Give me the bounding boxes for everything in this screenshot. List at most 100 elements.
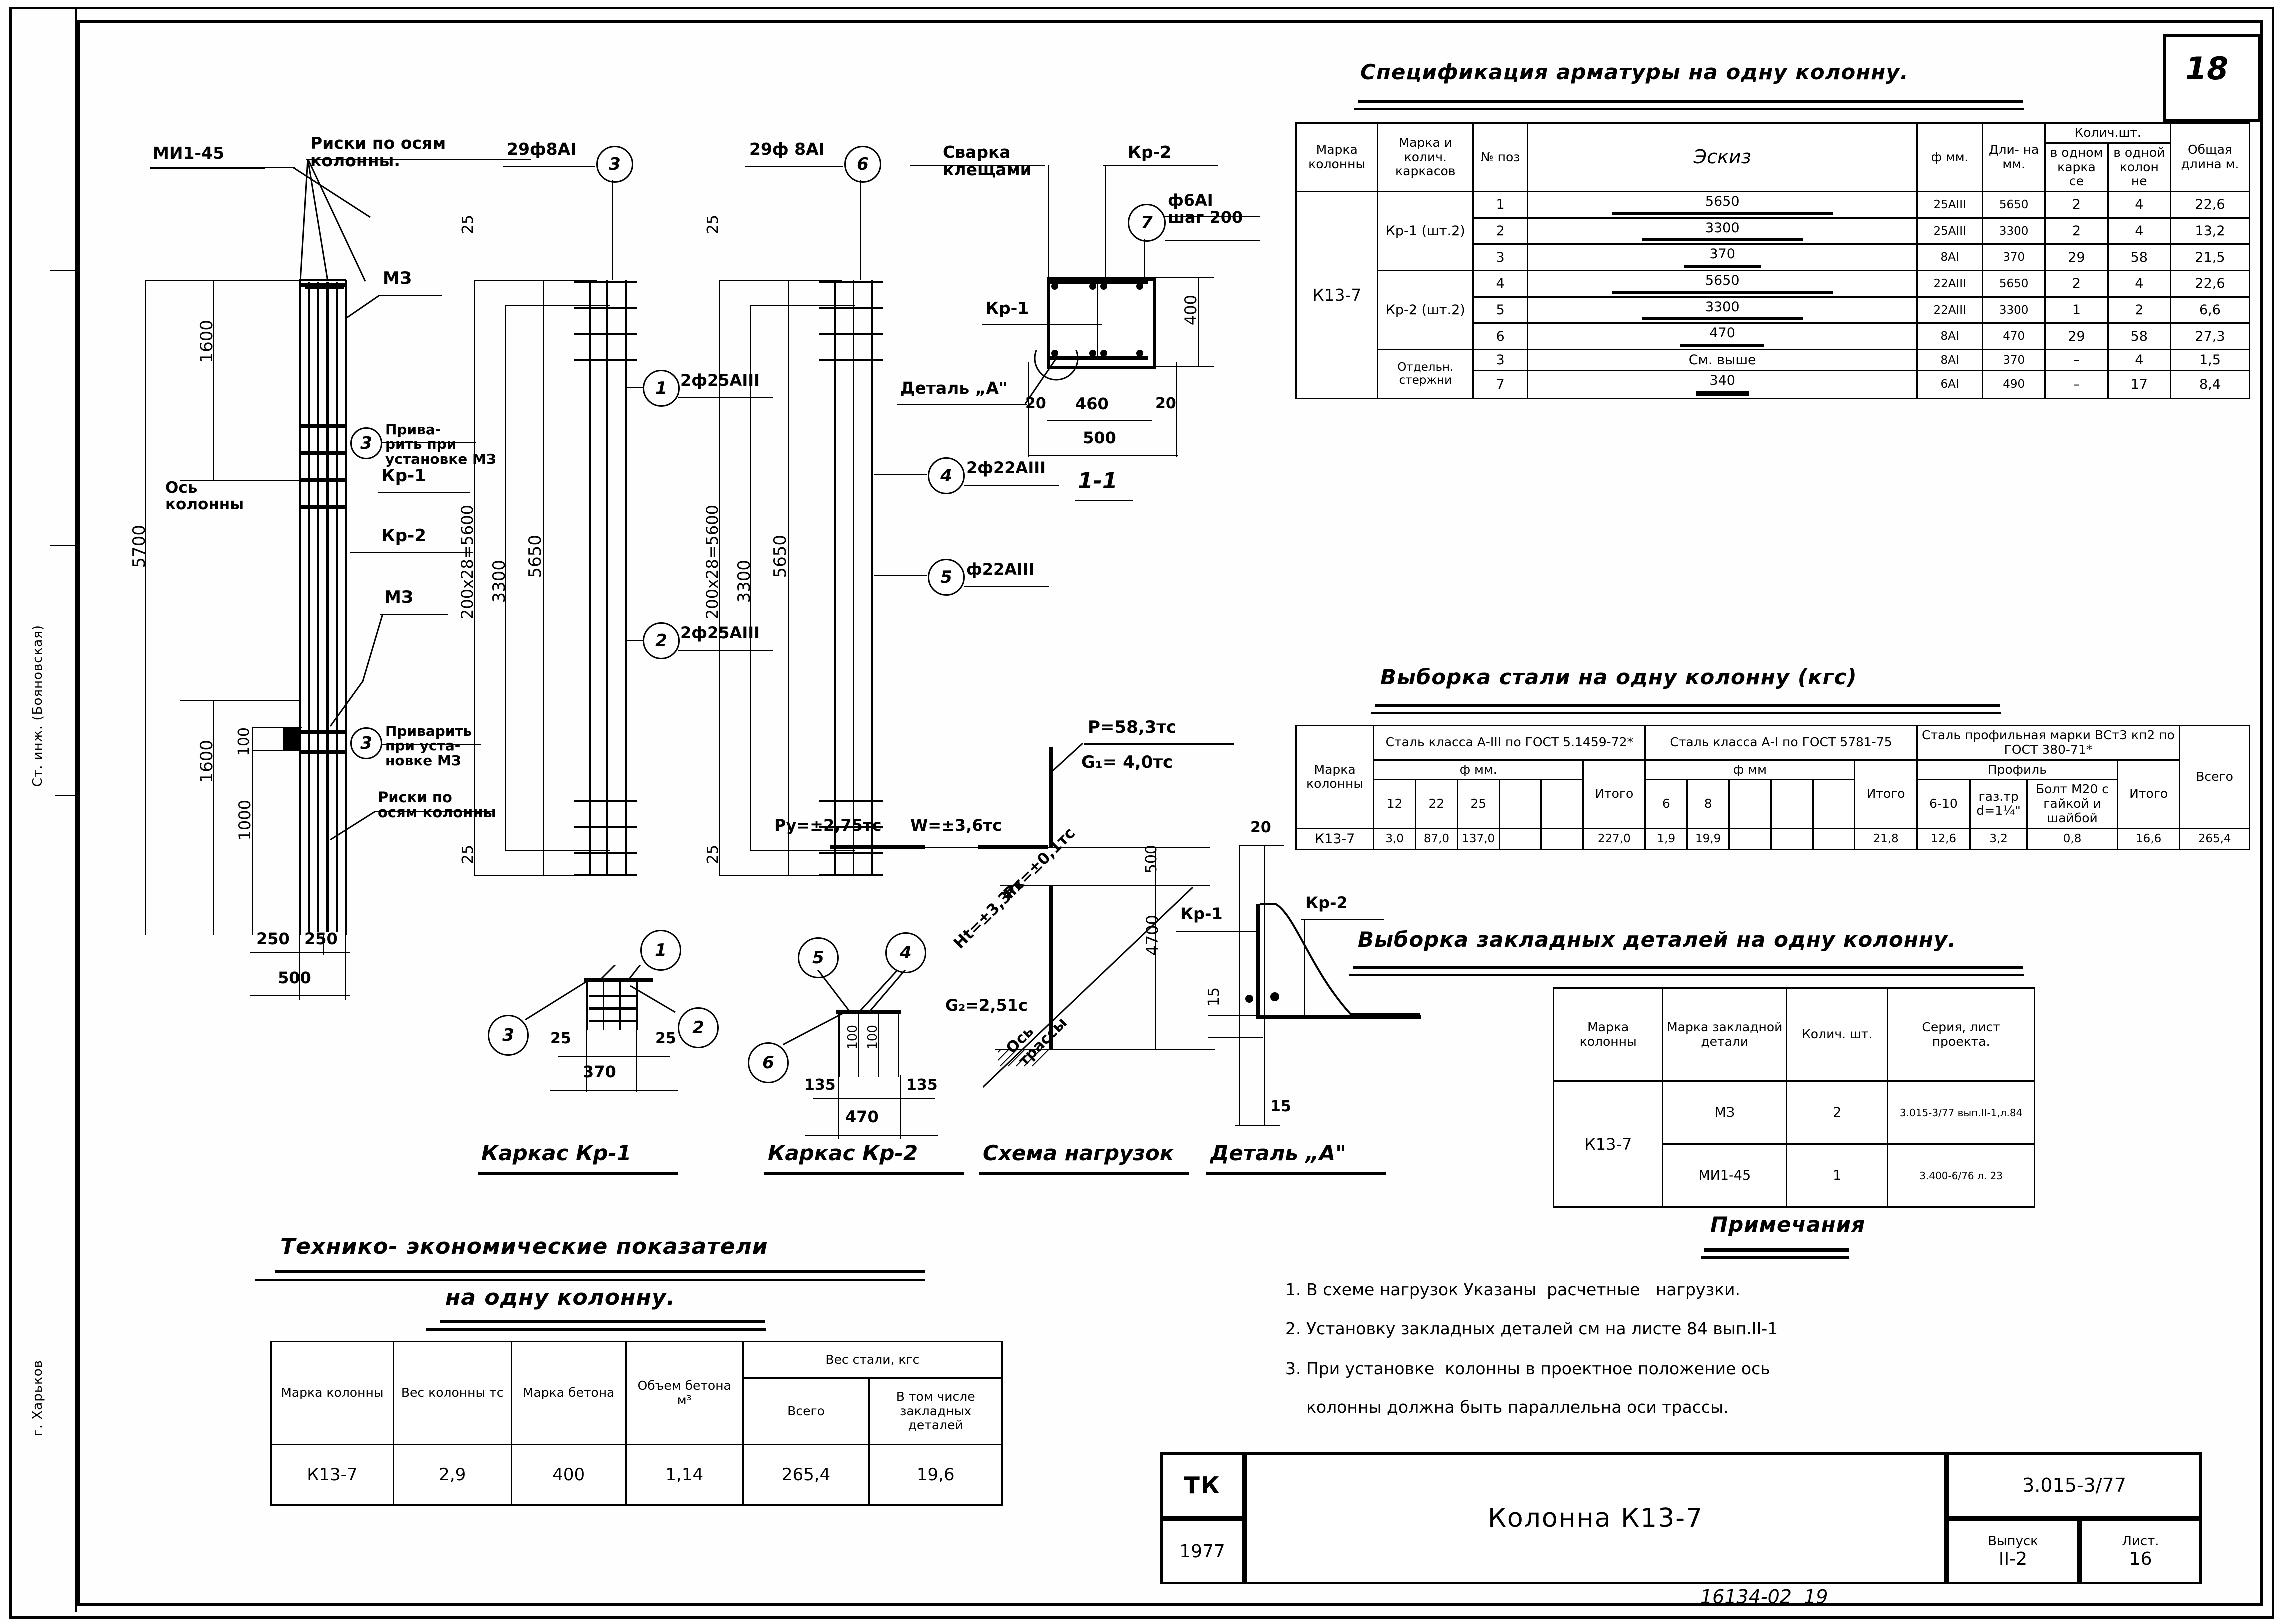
cage-a-dim-3300: 3300	[489, 560, 509, 604]
margin-tick-3	[55, 795, 76, 796]
steel-prof-total: 16,6	[2117, 828, 2181, 850]
spec-pos: 2	[1472, 217, 1529, 246]
spec-col-mark: К13-7	[1295, 191, 1379, 400]
steel-a1-4	[1812, 828, 1856, 850]
bubble-3-cage-a[interactable]: 3	[596, 146, 633, 183]
cage-b-dim-5600-line	[719, 280, 720, 875]
bubble-7-sec[interactable]: 7	[1128, 204, 1166, 242]
section-1-1-divider	[1097, 280, 1098, 360]
bubble-6-cage-b[interactable]: 6	[844, 146, 881, 183]
sheet-bottom-code: 16134-02 19	[1700, 1586, 1828, 1608]
section-dim-500-line	[1028, 455, 1178, 456]
cage-b-tie6	[819, 826, 883, 828]
detal-dot-a	[1245, 995, 1253, 1003]
sheet-outer-border	[9, 7, 2274, 1619]
margin-stamp-top: Ст. инж. (Бояновская)	[30, 625, 45, 788]
cage-a-tie5	[574, 800, 637, 802]
title-block-sheet-value: 16	[2129, 1548, 2152, 1570]
bubble-4-kr2[interactable]: 4	[885, 932, 926, 974]
steel-a3-3	[1498, 828, 1542, 850]
bubble-2-kr1[interactable]: 2	[678, 1008, 719, 1048]
label-m3-top: МЗ	[383, 268, 412, 288]
load-P-arrow	[1053, 744, 1084, 772]
spec-length: 3300	[1982, 296, 2046, 324]
leader-kr2-elev	[350, 552, 473, 554]
label-f6ai: ф6АI шаг 200	[1168, 191, 1243, 227]
bubble-3-top[interactable]: 3	[350, 428, 382, 460]
spec-dia: 22АIII	[1916, 270, 1984, 298]
kr2-bar-4	[898, 1012, 899, 1077]
cage-a-dim-tick-top	[474, 280, 597, 281]
dim-250-ext-mid	[323, 935, 324, 955]
table-row: Кр-2 (шт.2) 4 5650 22АIII 5650 2 4 22,6	[1296, 270, 2251, 351]
dim-tick-c	[180, 700, 300, 701]
steel-title-underline-2	[1371, 712, 2001, 714]
embedded-th-qty: Колич. шт.	[1786, 988, 1889, 1082]
label-kr1-elev: Кр-1	[381, 466, 426, 486]
dim-tick-a	[145, 280, 300, 281]
bubble-5-cage-b[interactable]: 5	[928, 559, 965, 596]
note-item-4: колонны должна быть параллельна оси трас…	[1285, 1398, 1729, 1417]
label-os-kolonny: Ось колонны	[165, 479, 244, 514]
spec-th-qty-frame: в одном карка се	[2044, 142, 2109, 193]
bubble-3-kr1[interactable]: 3	[488, 1015, 529, 1056]
steel-th-grand: Всего	[2179, 725, 2250, 830]
spec-pos: 3	[1472, 349, 1529, 372]
kr1-title: Каркас Кр-1	[481, 1141, 632, 1166]
tep-th-concrete-vol: Объем бетона м³	[625, 1341, 744, 1446]
cage-b-mid	[853, 280, 854, 875]
steel-th-col-mark: Марка колонны	[1295, 725, 1375, 830]
table-row: 3 370 8АI 370 29 58 21,5	[1296, 244, 2251, 272]
leader-underline-risky-b	[374, 811, 494, 812]
callout-2-leader	[627, 640, 644, 641]
section-bar-6	[1089, 350, 1096, 357]
tep-title2-underline-2	[426, 1328, 766, 1331]
spec-pos: 4	[1472, 270, 1529, 298]
dim-250-line	[250, 952, 350, 954]
tep-th-mark: Марка колонны	[270, 1341, 394, 1446]
kr2-dim-135-line	[813, 1098, 935, 1099]
steel-selection-table: Марка колонны Сталь класса А-III по ГОСТ…	[1295, 725, 2250, 850]
bubble-1-kr1[interactable]: 1	[640, 930, 681, 971]
bubble-6-kr2[interactable]: 6	[748, 1042, 789, 1084]
bubble-3-bottom[interactable]: 3	[350, 728, 382, 760]
spec-dia: 8АI	[1916, 244, 1984, 272]
dim-tick-b	[180, 480, 300, 481]
bubble-2-cage-a[interactable]: 2	[643, 622, 680, 660]
spec-pos: 3	[1472, 244, 1529, 272]
label-29f8ai-b: 29ф 8АI	[749, 140, 825, 159]
bubble-1-cage-a[interactable]: 1	[643, 370, 680, 407]
leader-kr2-sec-line	[1105, 165, 1106, 292]
cage-b-dim-tick-top	[719, 280, 842, 281]
note-item-1: 1. В схеме нагрузок Указаны расчетные на…	[1285, 1280, 1740, 1300]
kr1-tie-b	[589, 1008, 637, 1010]
steel-th-a1-d1: 8	[1686, 779, 1730, 830]
spec-length: 470	[1982, 322, 2046, 351]
title-block-issue-cell: Выпуск II-2	[1947, 1518, 2079, 1584]
steel-th-a1-d0: 6	[1644, 779, 1688, 830]
spec-dia: 8АI	[1916, 322, 1984, 351]
spec-sketch-len: 3300	[1705, 220, 1740, 236]
cage-b-dim-tick-3300b	[750, 850, 855, 851]
spec-total: 22,6	[2169, 191, 2251, 219]
page-number: 18	[2185, 50, 2229, 87]
dim-1600-bot-text: 1600	[197, 740, 217, 784]
spec-q2: 4	[2107, 191, 2171, 219]
spec-sketch-bar	[1642, 318, 1803, 321]
spec-th-qty-col: в одной колон не	[2107, 142, 2171, 193]
embedded-title-underline-2	[1349, 974, 2024, 976]
spec-pos: 7	[1472, 370, 1529, 400]
label-risky-top: Риски по осям колонны.	[310, 134, 446, 170]
steel-th-a3-d0: 12	[1373, 779, 1417, 830]
leader-kr1-elev	[378, 492, 470, 494]
embedded-qty: 2	[1786, 1080, 1889, 1145]
tep-steel-total: 265,4	[742, 1444, 870, 1506]
title-block-name-cell: Колонна К13-7	[1244, 1452, 1947, 1584]
load-P-underline	[1084, 744, 1234, 745]
cage-b-tie5	[819, 800, 883, 802]
title-block-org-mark: ТК	[1184, 1472, 1221, 1499]
label-privarit-bottom: Приварить при уста- новке МЗ	[385, 723, 472, 769]
bubble-4-cage-b[interactable]: 4	[928, 458, 965, 494]
cage-b-dim-3300-line	[750, 305, 751, 850]
steel-prof-2: 0,8	[2026, 828, 2119, 850]
